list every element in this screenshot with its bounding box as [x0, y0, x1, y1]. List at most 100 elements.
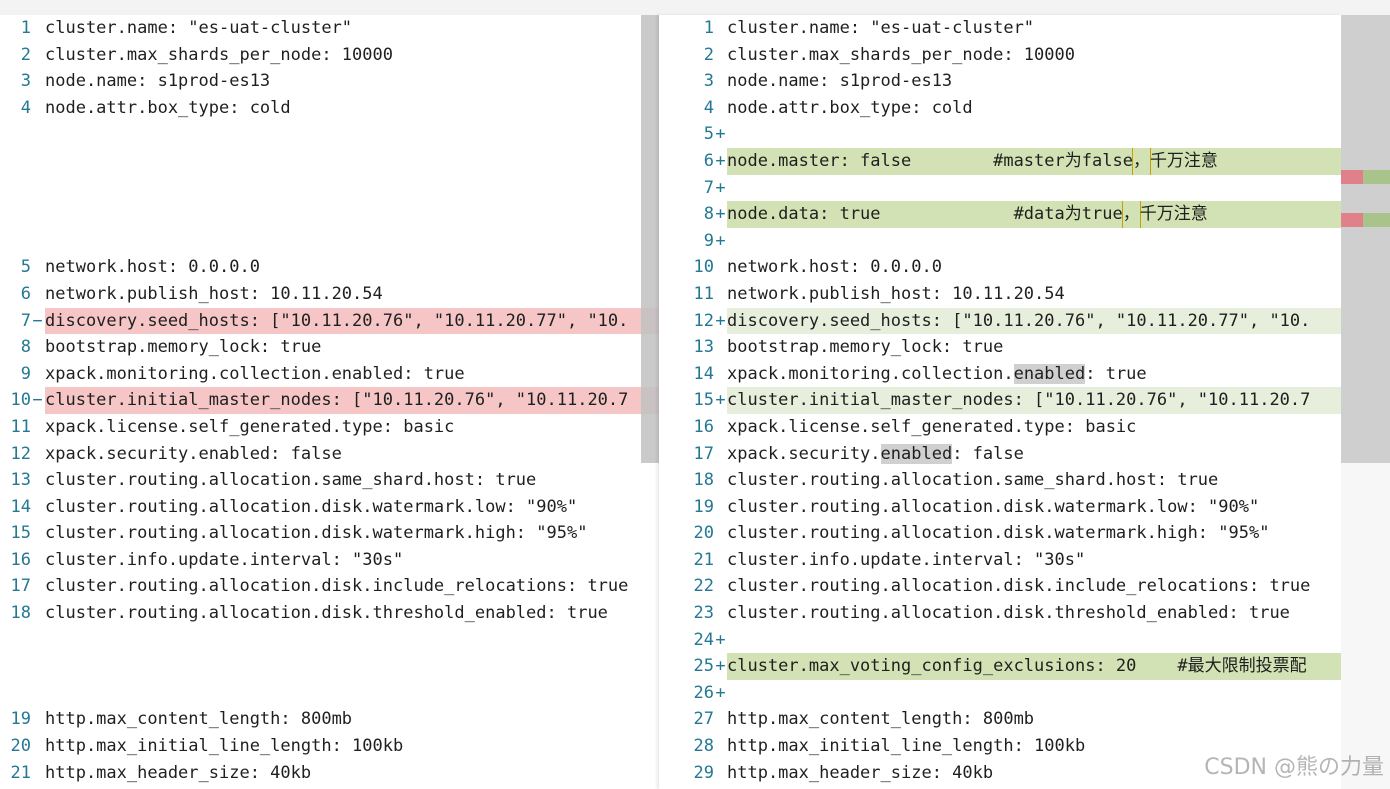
line-number: 4	[20, 97, 31, 118]
line-code: discovery.seed_hosts: ["10.11.20.76", "1…	[45, 307, 659, 335]
line-number: 22	[693, 576, 714, 597]
right-line[interactable]: 11 network.publish_host: 10.11.20.54	[659, 281, 1341, 308]
line-number: 5	[703, 124, 714, 145]
left-line[interactable]: 10−cluster.initial_master_nodes: ["10.11…	[0, 387, 659, 414]
line-code: cluster.routing.allocation.disk.watermar…	[45, 496, 578, 517]
line-code: cluster.routing.allocation.disk.watermar…	[45, 523, 588, 544]
line-number: 18	[693, 470, 714, 491]
left-line[interactable]	[0, 653, 659, 680]
code-segment: node.master: false #master为false	[727, 150, 1133, 171]
line-code: node.attr.box_type: cold	[727, 95, 1341, 122]
left-line[interactable]	[0, 627, 659, 654]
line-code: cluster.routing.allocation.disk.threshol…	[45, 603, 608, 624]
code-segment: : false	[952, 443, 1024, 464]
right-line[interactable]: 26+	[659, 680, 1341, 707]
left-line[interactable]: 7−discovery.seed_hosts: ["10.11.20.76", …	[0, 307, 659, 335]
line-code: node.name: s1prod-es13	[727, 68, 1341, 95]
right-line[interactable]: 3 node.name: s1prod-es13	[659, 68, 1341, 95]
code-segment: 千万注意	[1139, 204, 1208, 225]
left-line[interactable]	[0, 175, 659, 202]
line-number: 3	[703, 71, 714, 92]
line-code: xpack.monitoring.collection.enabled: tru…	[727, 361, 1341, 388]
line-code: cluster.routing.allocation.disk.watermar…	[727, 494, 1341, 521]
code-segment: node.data: true #data为true	[727, 204, 1123, 225]
line-code: xpack.monitoring.collection.enabled: tru…	[45, 363, 465, 384]
right-line[interactable]: 24+	[659, 627, 1341, 654]
diff-marker: +	[715, 204, 726, 225]
left-line[interactable]	[0, 201, 659, 228]
left-line[interactable]	[0, 680, 659, 707]
left-line[interactable]	[0, 148, 659, 175]
right-line[interactable]: 9+	[659, 228, 1341, 255]
right-line[interactable]: 7+	[659, 175, 1341, 202]
highlight-segment: enabled	[1013, 363, 1086, 384]
line-code: cluster.initial_master_nodes: ["10.11.20…	[727, 387, 1341, 414]
line-number: 27	[693, 709, 714, 730]
diff-marker: +	[715, 124, 726, 145]
line-number: 11	[693, 283, 714, 304]
right-line[interactable]: 5+	[659, 121, 1341, 148]
line-number: 15	[693, 390, 714, 411]
right-line[interactable]: 6+node.master: false #master为false，千万注意	[659, 147, 1341, 175]
right-line[interactable]: 15+cluster.initial_master_nodes: ["10.11…	[659, 387, 1341, 414]
line-code: cluster.max_shards_per_node: 10000	[727, 42, 1341, 69]
left-line[interactable]	[0, 121, 659, 148]
right-line[interactable]: 8+node.data: true #data为true，千万注意	[659, 201, 1341, 228]
line-code: xpack.security.enabled: false	[727, 441, 1341, 468]
line-code: network.publish_host: 10.11.20.54	[727, 281, 1341, 308]
diff-marker: +	[715, 629, 726, 650]
code-segment: node.name: s1prod-es13	[727, 71, 953, 92]
code-segment: network.publish_host: 10.11.20.54	[727, 283, 1065, 304]
left-line[interactable]	[0, 228, 659, 255]
code-segment: cluster.name: "es-uat-cluster"	[727, 18, 1035, 38]
original-scrollbar[interactable]	[641, 15, 659, 463]
overview-ruler-slider[interactable]	[1341, 15, 1390, 463]
overview-ruler[interactable]	[1341, 15, 1390, 789]
overview-mark-removed	[1341, 213, 1363, 227]
right-line[interactable]: 12+discovery.seed_hosts: ["10.11.20.76",…	[659, 307, 1341, 335]
right-line[interactable]: 25+cluster.max_voting_config_exclusions:…	[659, 653, 1341, 680]
line-code: xpack.license.self_generated.type: basic	[727, 414, 1341, 441]
line-code: http.max_initial_line_length: 100kb	[45, 736, 404, 757]
line-code: cluster.routing.allocation.disk.include_…	[45, 576, 629, 597]
line-number: 19	[10, 709, 31, 730]
